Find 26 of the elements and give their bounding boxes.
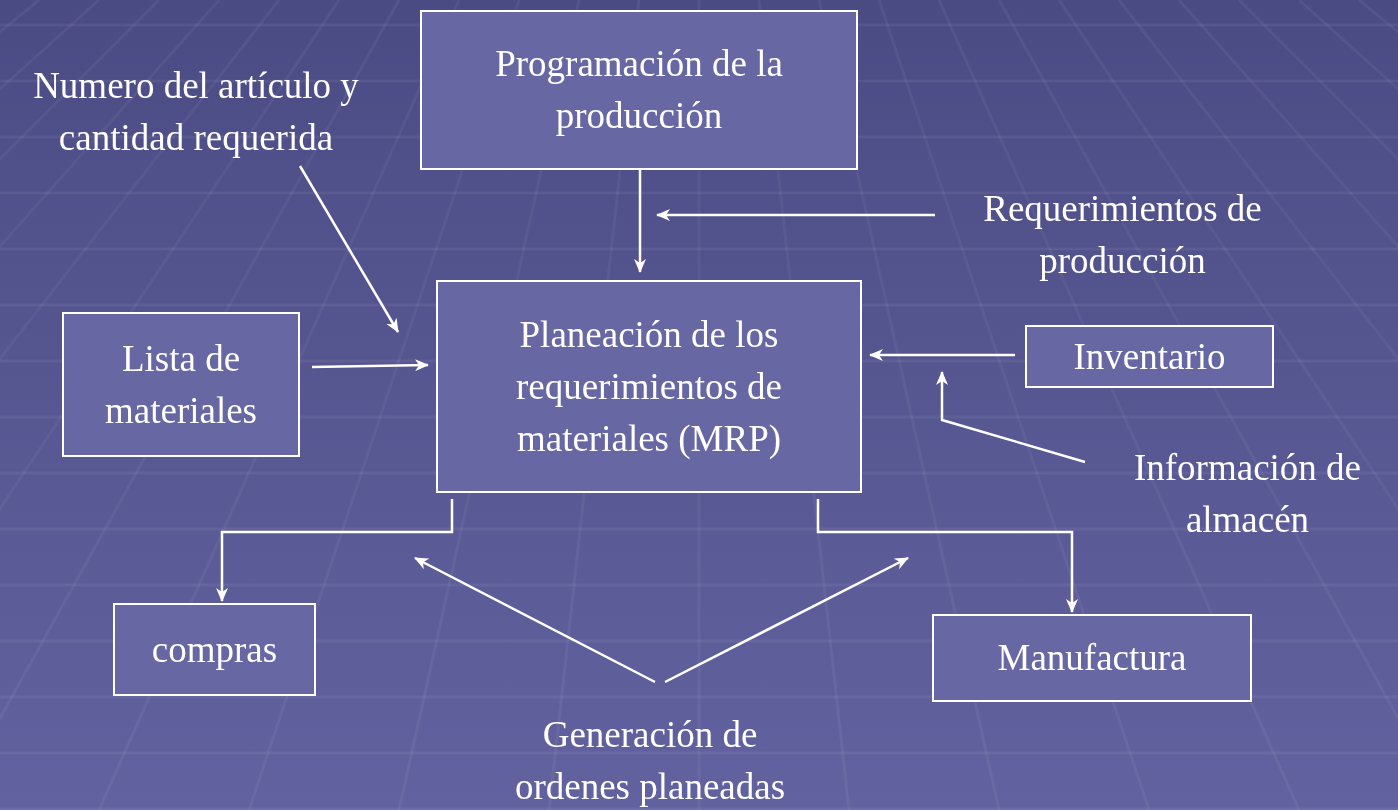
annotation-text: Información de almacén	[1132, 446, 1362, 542]
annotation-text: Requerimientos de producción	[982, 187, 1263, 283]
arrow	[664, 556, 909, 684]
process-box	[420, 10, 858, 170]
process-box	[1025, 325, 1274, 388]
annotation-text: Generación de ordenes planeadas	[513, 713, 787, 809]
arrow	[869, 349, 1015, 361]
box-label: Manufactura	[997, 636, 1187, 680]
arrow	[216, 499, 454, 602]
process-box	[436, 280, 862, 493]
arrow	[816, 499, 1078, 613]
arrow	[298, 165, 400, 333]
process-box	[62, 312, 300, 457]
annotation-text: Numero del artículo y cantidad requerida	[32, 64, 360, 160]
process-box	[932, 614, 1252, 702]
box-label: compras	[151, 627, 278, 672]
box-label: Lista de materiales	[104, 336, 258, 433]
arrow	[936, 371, 1086, 464]
arrow	[414, 556, 656, 684]
box-label: Inventario	[1073, 334, 1226, 379]
arrow	[311, 359, 429, 372]
process-box	[113, 603, 316, 696]
box-label: Planeación de los requerimientos de materiales (MRP)	[514, 312, 784, 461]
arrow	[634, 170, 646, 273]
box-label: Programación de la producción	[494, 42, 784, 138]
arrow	[656, 209, 935, 221]
